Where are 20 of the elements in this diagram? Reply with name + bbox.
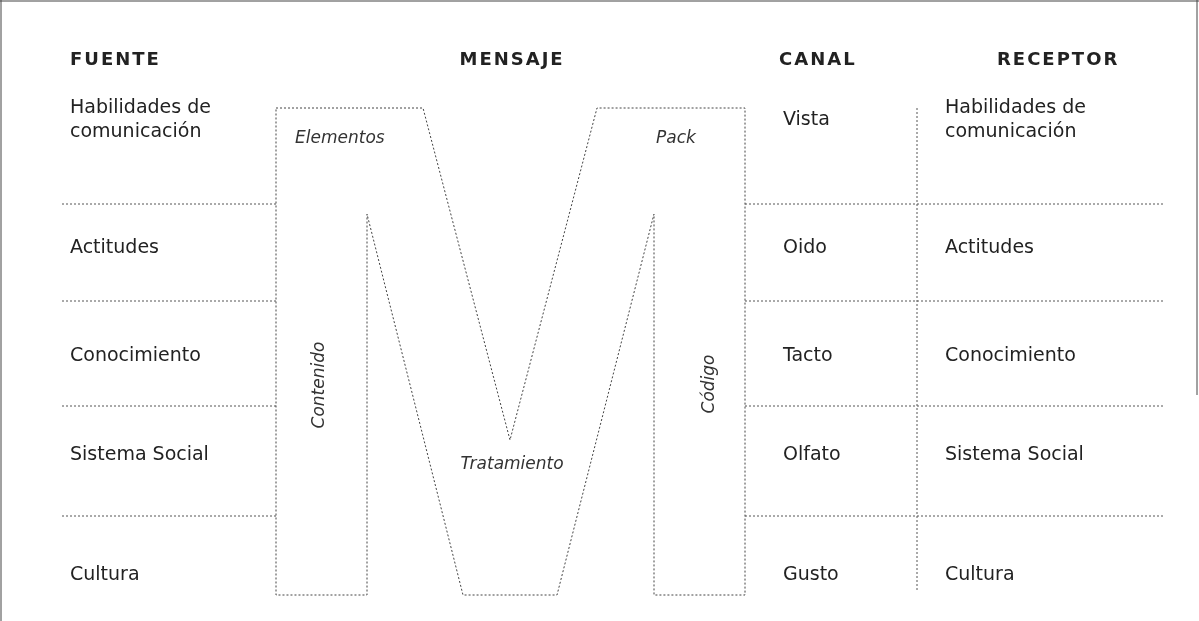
m-part-label: Elementos xyxy=(295,127,385,147)
column-header: RECEPTOR xyxy=(997,47,1120,71)
column-header: CANAL xyxy=(779,47,857,71)
column-header: MENSAJE xyxy=(459,47,565,71)
factor-label: Actitudes xyxy=(945,234,1035,258)
factor-label: Actitudes xyxy=(70,234,160,258)
factor-label: Habilidades de comunicación xyxy=(70,94,212,142)
m-part-label: Contenido xyxy=(307,341,328,429)
letter-m-outline xyxy=(275,107,746,596)
m-part-label: Código xyxy=(698,354,718,414)
factor-label: Sistema Social xyxy=(945,441,1085,465)
factor-label: Habilidades de comunicación xyxy=(945,94,1087,142)
m-part-label: Pack xyxy=(656,127,696,147)
factor-label: Conocimiento xyxy=(945,342,1077,366)
factor-label: Conocimiento xyxy=(70,342,202,366)
column-header: FUENTE xyxy=(70,47,161,71)
factor-label: Sistema Social xyxy=(70,441,210,465)
factor-label: Cultura xyxy=(945,561,1016,585)
factor-label: Cultura xyxy=(70,561,141,585)
m-part-label: Tratamiento xyxy=(460,453,564,473)
